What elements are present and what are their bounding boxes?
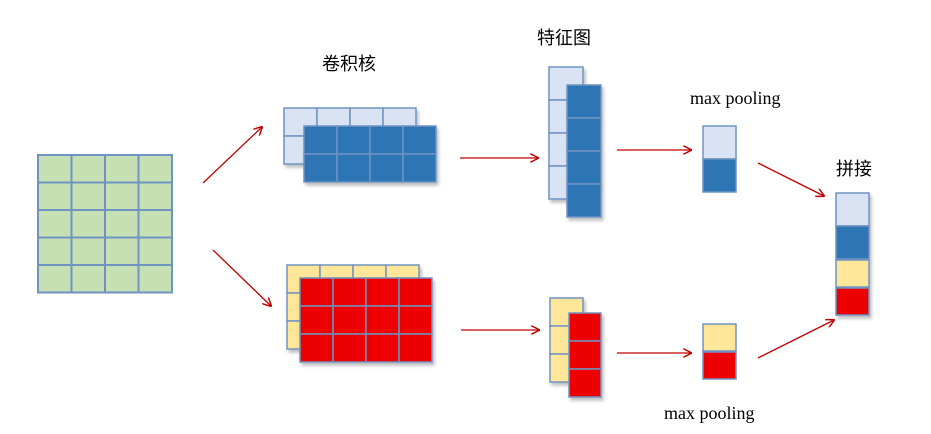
- kernel-top-front-cell: [369, 153, 404, 183]
- input-grid-cell: [70, 209, 106, 239]
- kernel-top-front-cell: [303, 153, 338, 183]
- pooled-top-cell: [702, 158, 737, 193]
- input-matrix: [37, 154, 173, 294]
- concat-label: 拼接: [836, 159, 872, 180]
- input-grid-cell: [70, 236, 106, 266]
- kernel-label: 卷积核: [322, 54, 376, 75]
- input-grid-cell: [37, 236, 73, 266]
- input-grid-cell: [104, 264, 140, 294]
- pooled-bottom-cell: [702, 323, 737, 352]
- input-grid: [37, 154, 173, 294]
- kernel-top-front: [303, 125, 437, 183]
- convolution-kernels: [283, 107, 437, 363]
- input-grid-cell: [104, 154, 140, 184]
- feature-top-front-cell: [566, 117, 602, 152]
- kernel-bottom-front-cell: [299, 305, 334, 335]
- concatenated-vector: [835, 192, 870, 316]
- arrow-input-to-bottom-kernel: [212, 249, 271, 306]
- input-grid-cell: [70, 154, 106, 184]
- input-grid-cell: [37, 264, 73, 294]
- kernel-bottom-front-cell: [398, 277, 433, 307]
- feature-top-front-cell: [566, 84, 602, 119]
- kernel-top-front-cell: [369, 125, 404, 155]
- input-grid-cell: [137, 154, 173, 184]
- concat-cell: [835, 192, 870, 227]
- input-grid-cell: [37, 209, 73, 239]
- pooled-outputs: [702, 125, 737, 380]
- feature-map-label: 特征图: [537, 28, 591, 49]
- arrow-top-pool-to-concat: [757, 162, 824, 196]
- flow-arrows: [202, 127, 834, 359]
- input-grid-cell: [137, 264, 173, 294]
- kernel-bottom-front-cell: [398, 333, 433, 363]
- input-grid-cell: [137, 181, 173, 211]
- kernel-bottom-front-cell: [365, 333, 400, 363]
- arrow-input-to-top-kernel: [202, 127, 262, 184]
- concat-cell: [835, 225, 870, 260]
- max-pooling-bottom-label: max pooling: [664, 403, 755, 423]
- kernel-top-front-cell: [402, 153, 437, 183]
- input-grid-cell: [104, 181, 140, 211]
- input-grid-cell: [104, 236, 140, 266]
- kernel-bottom-front-cell: [332, 277, 367, 307]
- kernel-bottom-front-cell: [332, 333, 367, 363]
- concat-cell: [835, 287, 870, 316]
- feature-maps: [548, 66, 602, 398]
- kernel-bottom-front-cell: [299, 277, 334, 307]
- kernel-bottom-front-cell: [365, 277, 400, 307]
- feature-bottom-front-cell: [568, 312, 602, 342]
- feature-bottom-front-cell: [568, 368, 602, 398]
- pooled-top: [702, 125, 737, 193]
- kernel-top-front-cell: [336, 153, 371, 183]
- feature-top-front-cell: [566, 183, 602, 218]
- kernel-bottom-front-cell: [332, 305, 367, 335]
- input-grid-cell: [37, 181, 73, 211]
- pooled-bottom: [702, 323, 737, 380]
- pooled-top-cell: [702, 125, 737, 160]
- input-grid-cell: [137, 209, 173, 239]
- kernel-bottom-front: [299, 277, 433, 363]
- input-grid-cell: [70, 264, 106, 294]
- pooled-bottom-cell: [702, 351, 737, 380]
- input-grid-cell: [104, 209, 140, 239]
- input-grid-cell: [137, 236, 173, 266]
- feature-top-front: [566, 84, 602, 218]
- max-pooling-top-label: max pooling: [690, 88, 781, 108]
- kernel-top-front-cell: [402, 125, 437, 155]
- concat-vector: [835, 192, 870, 316]
- kernel-top-front-cell: [336, 125, 371, 155]
- kernel-bottom-front-cell: [299, 333, 334, 363]
- input-grid-cell: [70, 181, 106, 211]
- feature-bottom-front-cell: [568, 340, 602, 370]
- concat-cell: [835, 259, 870, 288]
- kernel-bottom-front-cell: [398, 305, 433, 335]
- arrow-bottom-pool-to-concat: [757, 320, 834, 359]
- feature-top-front-cell: [566, 150, 602, 185]
- feature-bottom-front: [568, 312, 602, 398]
- input-grid-cell: [37, 154, 73, 184]
- kernel-bottom-front-cell: [365, 305, 400, 335]
- kernel-top-front-cell: [303, 125, 338, 155]
